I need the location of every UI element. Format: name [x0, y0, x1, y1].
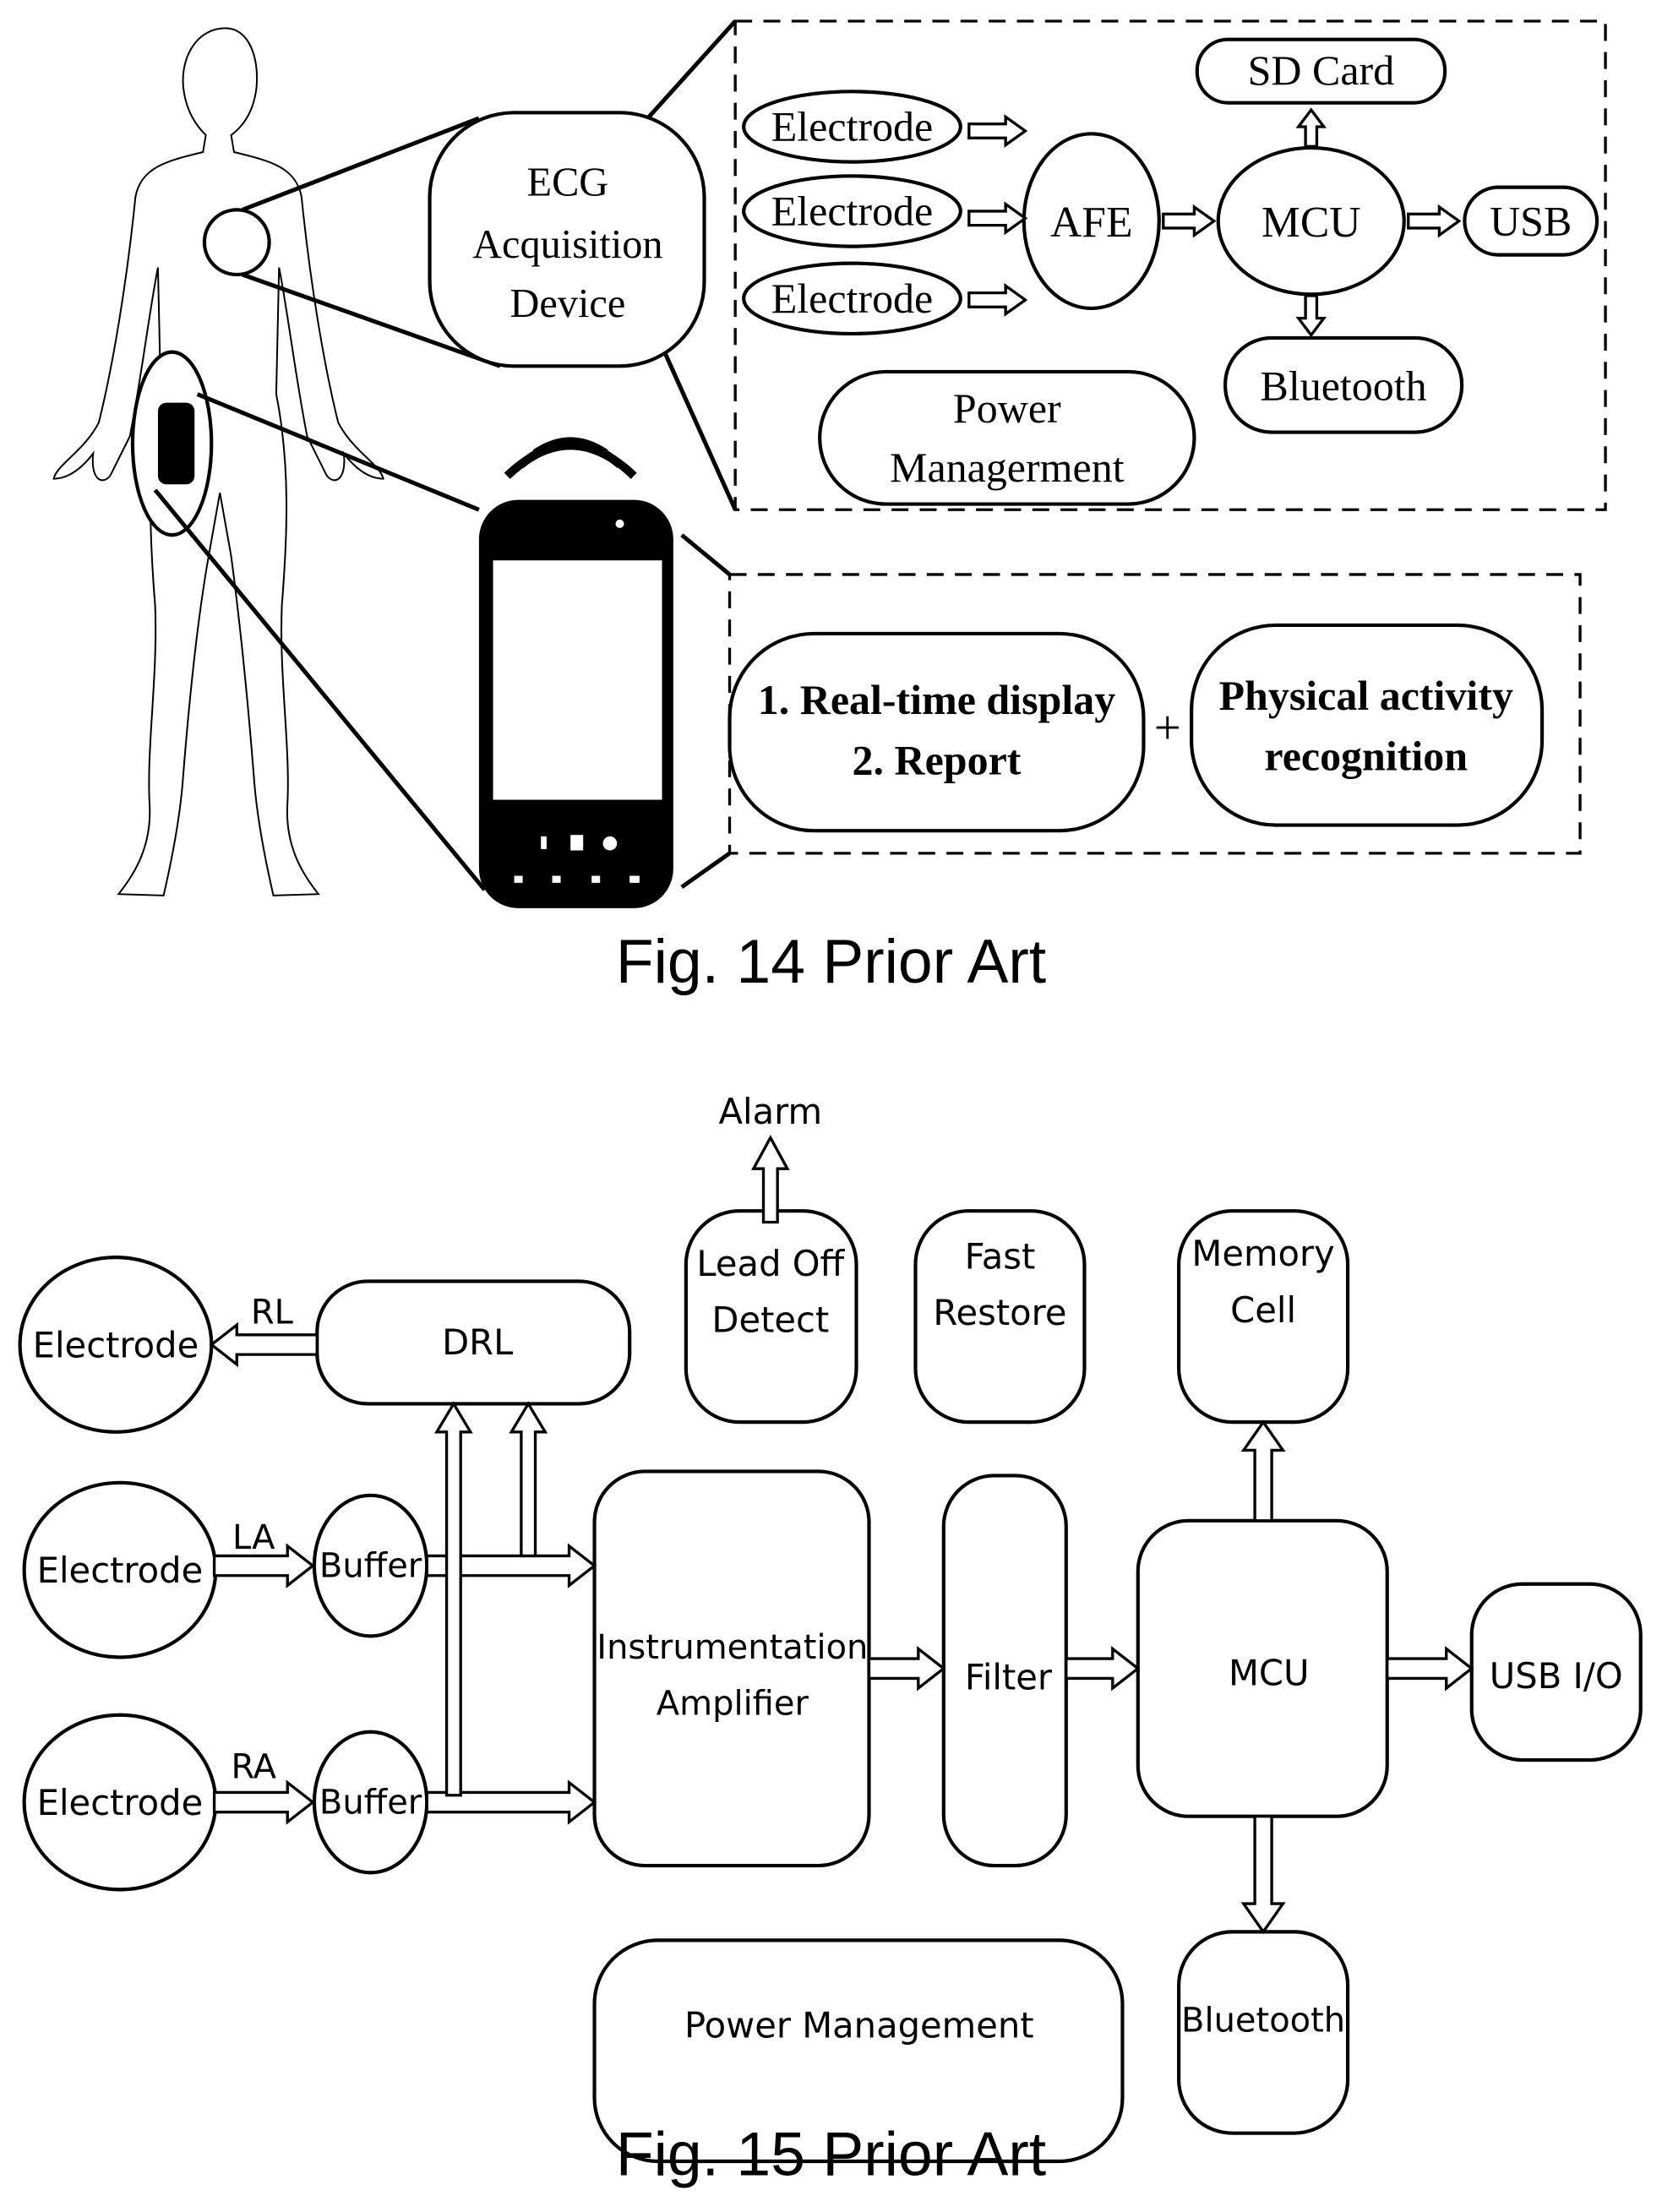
buffer-drl-arrow	[511, 1403, 545, 1555]
instrumentation-amplifier-block	[595, 1471, 869, 1866]
sd-card-label: SD Card	[1248, 46, 1395, 94]
afe-mcu-arrow	[1163, 207, 1214, 235]
electrode-label: Electrode	[37, 1550, 204, 1591]
power-label-1: Power	[953, 384, 1061, 432]
ra-label: RA	[231, 1748, 276, 1787]
lead-off-label-1: Lead Off	[696, 1243, 845, 1284]
chest-sensor-circle	[204, 210, 270, 275]
mcu-usb-arrow	[1409, 207, 1459, 235]
smartphone	[479, 500, 673, 908]
display-label-2: 2. Report	[853, 737, 1022, 784]
fig15: Alarm Lead Off Detect Fast Restore Memor…	[20, 1091, 1641, 2189]
mcu-bluetooth-arrow	[1244, 1817, 1283, 1932]
ecg-device-label-2: Acquisition	[472, 222, 662, 267]
usb-label: USB	[1490, 197, 1572, 244]
electrode-group: ElectrodeElectrodeElectrode	[744, 91, 961, 334]
fast-restore-label-1: Fast	[965, 1235, 1036, 1277]
ra-buffer-arrow	[215, 1783, 313, 1822]
fig15-caption: Fig. 15 Prior Art	[616, 2120, 1046, 2189]
filter-mcu-arrow	[1066, 1648, 1138, 1688]
mcu-bluetooth-arrow	[1299, 296, 1324, 335]
physical-activity-block	[1191, 625, 1542, 825]
filter-label: Filter	[965, 1657, 1053, 1698]
pocket-phone	[158, 403, 194, 485]
fig14: ECG Acquisition Device ElectrodeElectrod…	[54, 21, 1605, 996]
electrode-afe-arrow	[969, 204, 1026, 232]
electrode-afe-arrow	[969, 117, 1026, 144]
electrode-label: Electrode	[771, 188, 933, 235]
electrode-group: ElectrodeElectrodeElectrode	[20, 1257, 216, 1889]
buffer-drl-arrow	[437, 1403, 471, 1795]
electrode-label: Electrode	[771, 275, 933, 322]
display-label-1: 1. Real-time display	[758, 676, 1115, 723]
mcu-memory-arrow	[1244, 1422, 1283, 1521]
fig14-caption: Fig. 14 Prior Art	[616, 927, 1046, 996]
electrode-label: Electrode	[37, 1782, 204, 1823]
buffer-ra-label: Buffer	[319, 1783, 422, 1822]
usb-io-label: USB I/O	[1490, 1655, 1623, 1697]
afe-label: AFE	[1050, 199, 1133, 247]
bluetooth-label: Bluetooth	[1261, 362, 1427, 409]
mcu-usb-arrow	[1387, 1648, 1472, 1688]
mcu-label: MCU	[1261, 199, 1361, 247]
bluetooth-label-15: Bluetooth	[1181, 2002, 1345, 2040]
zoom-line	[682, 853, 730, 887]
phone-screen	[493, 560, 662, 799]
activity-label-1: Physical activity	[1219, 672, 1513, 719]
human-body-outline	[54, 28, 384, 896]
fast-restore-label-2: Restore	[933, 1292, 1066, 1333]
ecg-device-label-1: ECG	[527, 161, 609, 205]
power-label-2: Managerment	[890, 444, 1125, 491]
lead-off-label-2: Detect	[711, 1299, 829, 1340]
mcu-sdcard-arrow	[1299, 110, 1324, 146]
buffer-la-label: Buffer	[319, 1546, 422, 1585]
memory-cell-label-1: Memory	[1191, 1233, 1334, 1274]
electrode-label: Electrode	[771, 103, 933, 150]
power-management-label-15: Power Management	[684, 2004, 1034, 2046]
activity-label-2: recognition	[1264, 733, 1468, 780]
zoom-line	[155, 490, 485, 890]
mcu-label-15: MCU	[1229, 1653, 1310, 1694]
electrode-label: Electrode	[33, 1324, 199, 1365]
zoom-line	[646, 21, 736, 121]
plus-sign: +	[1154, 702, 1181, 755]
zoom-line	[682, 535, 730, 575]
instamp-filter-arrow	[869, 1648, 943, 1688]
alarm-label: Alarm	[719, 1091, 823, 1132]
ecg-device-label-3: Device	[509, 281, 625, 326]
inst-amp-label-1: Instrumentation	[597, 1628, 868, 1667]
memory-cell-label-2: Cell	[1230, 1289, 1296, 1331]
wireless-signal-icon	[507, 441, 634, 476]
realtime-display-report-block	[730, 634, 1144, 831]
la-label: LA	[232, 1518, 275, 1557]
drl-label: DRL	[442, 1321, 513, 1363]
zoom-line	[662, 346, 736, 509]
electrode-afe-arrow	[969, 286, 1026, 313]
inst-amp-label-2: Amplifier	[657, 1685, 809, 1724]
zoom-line	[198, 395, 479, 510]
rl-label: RL	[251, 1293, 294, 1332]
